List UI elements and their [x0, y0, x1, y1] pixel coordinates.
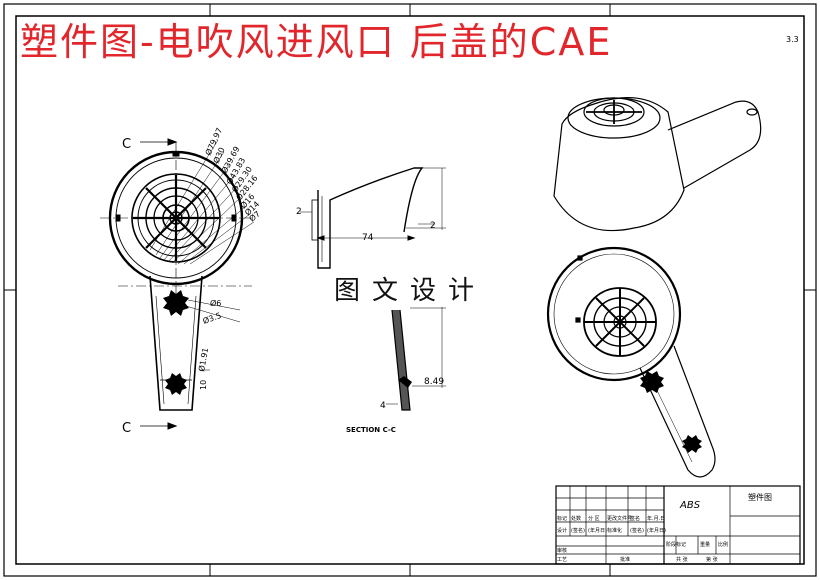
- iso-view-bottom: [546, 246, 716, 478]
- tb-cell: (年月日): [588, 527, 607, 534]
- dim-wall: 4: [380, 401, 386, 411]
- tb-cell: 比例: [718, 541, 728, 548]
- dim-top-right: 2: [430, 221, 436, 231]
- front-view: [100, 138, 255, 430]
- dim-hole-a: Ø6: [210, 298, 221, 308]
- watermark-text: 图文设计: [328, 270, 493, 307]
- tb-cell: 批准: [620, 556, 630, 563]
- tb-cell: 第 张: [706, 556, 718, 563]
- dim-hole-b: Ø3.5: [201, 310, 222, 326]
- tb-cell: 年.月.日: [647, 515, 665, 522]
- tb-cell: 设计: [557, 527, 567, 534]
- tb-cell: (签名): [571, 527, 585, 534]
- tb-cell: (年月日): [647, 527, 666, 534]
- tb-cell: (签名): [630, 527, 644, 534]
- material-label: ABS: [679, 500, 701, 511]
- dim-length: 74: [362, 233, 374, 243]
- section-view: [300, 167, 446, 411]
- tb-cell: 更改文件号: [607, 515, 632, 522]
- banner-title: 塑件图-电吹风进风口 后盖的CAE: [20, 20, 613, 64]
- dim-width: 10: [199, 380, 208, 390]
- tb-cell: 标记: [557, 515, 567, 522]
- tb-cell: 处数: [571, 515, 581, 522]
- section-dims: 2 2 74 8.49 4 SECTION C-C: [296, 207, 444, 434]
- tb-cell: 阶段标记: [666, 541, 686, 548]
- tb-cell: 审核: [557, 547, 567, 554]
- iso-view-top: [553, 97, 762, 232]
- section-label-top: C: [122, 137, 131, 152]
- tb-cell: 工艺: [557, 557, 567, 563]
- dim-top-left: 2: [296, 207, 302, 217]
- title-block: [555, 485, 801, 565]
- tb-cell: 签名: [630, 515, 640, 522]
- part-name: 塑件图: [748, 492, 772, 502]
- tb-cell: 分 区: [588, 515, 600, 522]
- tb-cell: 重量: [700, 541, 710, 548]
- section-label-bottom: C: [122, 421, 131, 436]
- tb-cell: 标准化: [607, 527, 622, 534]
- dim-rib: Ø1.91: [196, 347, 210, 372]
- section-caption: SECTION C-C: [346, 426, 396, 434]
- corner-note: 3.3: [786, 35, 799, 44]
- title-block-text: ABS 塑件图 标记 处数 分 区 更改文件号 签名 年.月.日 设计 (签名)…: [557, 492, 772, 563]
- dim-height: 8.49: [424, 377, 444, 387]
- tb-cell: 共 张: [676, 556, 688, 563]
